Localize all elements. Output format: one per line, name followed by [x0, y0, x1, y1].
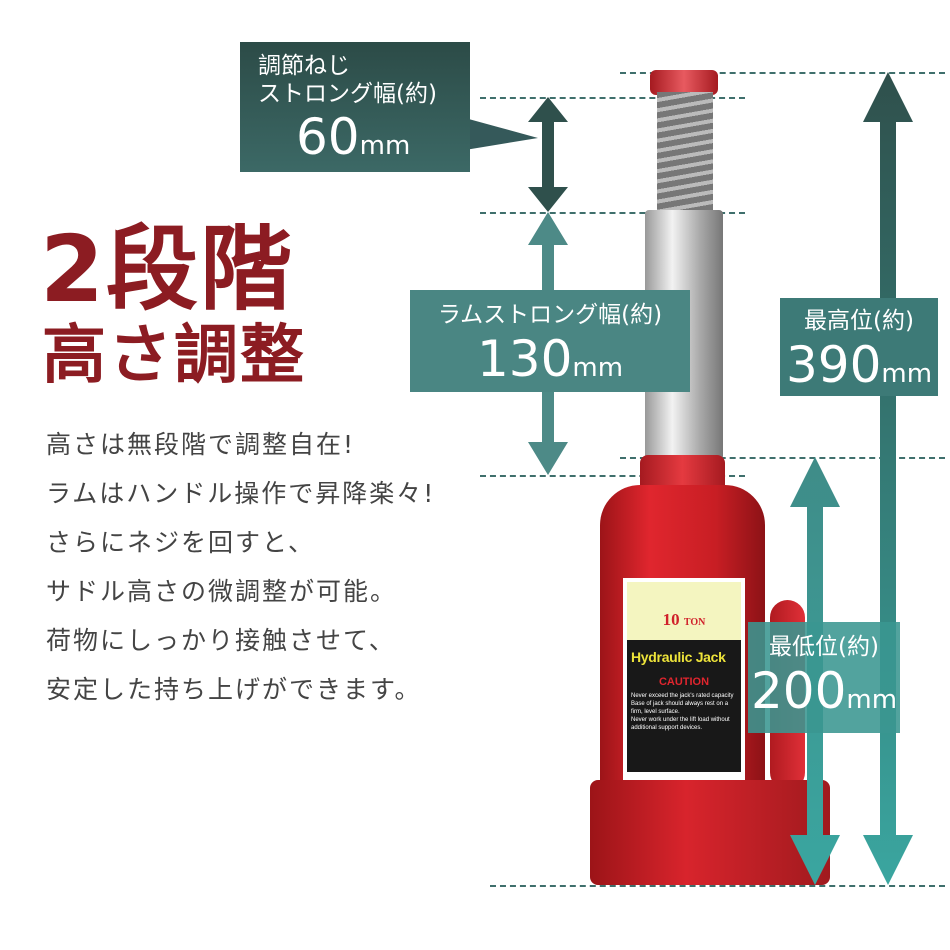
guide-line [480, 212, 745, 214]
arrow-60mm [528, 97, 568, 212]
heading-title: 2段階 [40, 216, 295, 323]
guide-line [480, 97, 745, 99]
ram-value: 130 [476, 330, 573, 388]
callout-pointer [465, 118, 538, 150]
min-unit: mm [846, 685, 898, 715]
screw-label: ストロング幅(約) [258, 81, 437, 107]
heading-subtitle: 高さ調整 [42, 319, 306, 393]
min-height-box: 最低位(約) 200mm [748, 622, 900, 733]
screw-stroke-box: 調節ねじ ストロング幅(約) 60mm [240, 42, 470, 172]
caution-note: Base of jack should always rest on a fir… [631, 701, 729, 715]
min-label: 最低位(約) [769, 634, 879, 660]
guide-line [620, 72, 945, 74]
guide-line [480, 475, 745, 477]
ram-stroke-box: ラムストロング幅(約) 130mm [410, 290, 690, 392]
caution-note: Never work under the lift load without a… [631, 717, 730, 731]
capacity-unit: TON [683, 617, 706, 628]
screw-unit: mm [359, 131, 411, 161]
caution-note: Never exceed the jack's rated capacity [631, 693, 734, 699]
description-line: ラムはハンドル操作で昇降楽々! [46, 479, 436, 508]
description-line: さらにネジを回すと、 [46, 528, 316, 557]
product-name: Hydraulic Jack [631, 649, 726, 665]
guide-line [490, 885, 945, 887]
description-line: 高さは無段階で調整自在! [46, 430, 356, 459]
max-label: 最高位(約) [804, 308, 914, 334]
min-value: 200 [750, 662, 847, 720]
ram-unit: mm [572, 353, 624, 383]
description-line: 安定した持ち上げができます。 [46, 675, 422, 704]
max-height-box: 最高位(約) 390mm [780, 298, 938, 396]
description-line: サドル高さの微調整が可能。 [46, 577, 398, 606]
max-unit: mm [881, 359, 933, 389]
description: 高さは無段階で調整自在! ラムはハンドル操作で昇降楽々! さらにネジを回すと、 … [46, 420, 435, 714]
description-line: 荷物にしっかり接触させて、 [46, 626, 396, 655]
arrow-390mm [863, 72, 913, 885]
product-label: 10 TON Hydraulic Jack CAUTION Never exce… [623, 578, 745, 780]
ram-label: ラムストロング幅(約) [437, 302, 663, 328]
caution-title: CAUTION [658, 676, 710, 688]
guide-line [620, 457, 945, 459]
screw-label: 調節ねじ [258, 53, 350, 79]
capacity: 10 [662, 610, 680, 629]
screw-value: 60 [296, 108, 360, 166]
max-value: 390 [785, 336, 882, 394]
